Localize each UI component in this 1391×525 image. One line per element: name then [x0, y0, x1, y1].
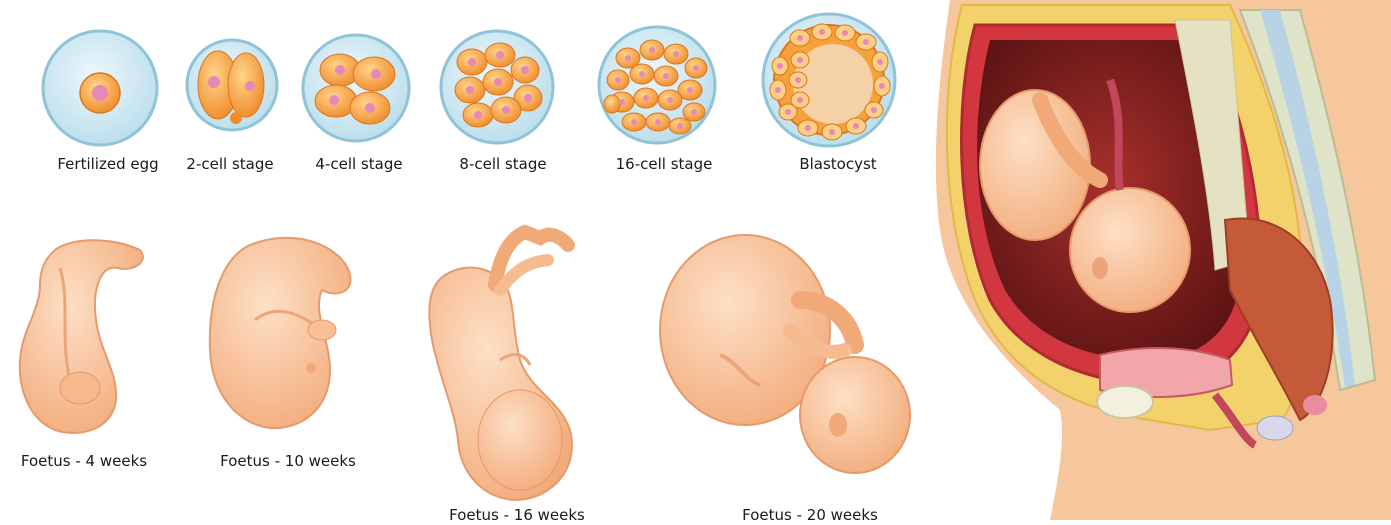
eight-cell-embryo	[441, 31, 553, 143]
label-foetus-16-weeks: Foetus - 16 weeks	[449, 506, 585, 524]
foetus-4-weeks	[20, 240, 143, 433]
label-2-cell-stage: 2-cell stage	[186, 155, 273, 173]
foetus-16-weeks	[429, 232, 572, 500]
fertilized-egg	[43, 31, 157, 145]
foetus-20-weeks	[660, 235, 910, 473]
label-foetus-4-weeks: Foetus - 4 weeks	[21, 452, 147, 470]
two-cell-embryo	[187, 40, 277, 130]
foetus-10-weeks	[210, 238, 351, 428]
pregnancy-cross-section	[936, 0, 1391, 520]
four-cell-embryo	[303, 35, 409, 141]
label-blastocyst: Blastocyst	[799, 155, 876, 173]
label-foetus-10-weeks: Foetus - 10 weeks	[220, 452, 356, 470]
label-4-cell-stage: 4-cell stage	[315, 155, 402, 173]
label-fertilized-egg: Fertilized egg	[57, 155, 158, 173]
sixteen-cell-embryo	[599, 27, 715, 143]
label-16-cell-stage: 16-cell stage	[616, 155, 713, 173]
label-foetus-20-weeks: Foetus - 20 weeks	[742, 506, 878, 524]
label-8-cell-stage: 8-cell stage	[459, 155, 546, 173]
blastocyst	[763, 14, 895, 146]
